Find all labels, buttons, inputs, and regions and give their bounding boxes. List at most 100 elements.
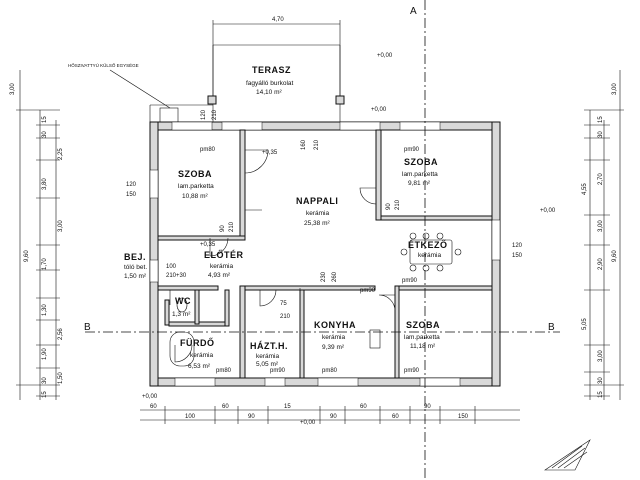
- room-area-terasz: 14,10 m²: [256, 89, 282, 96]
- dim-230: 230: [321, 271, 327, 282]
- dim-top: 4,70: [272, 17, 284, 23]
- dim-120c: 120: [201, 109, 207, 120]
- dim-210e: 210: [212, 109, 218, 120]
- room-area-szoba3: 11,18 m²: [410, 343, 436, 350]
- room-material-eloter: kerámia: [210, 263, 234, 270]
- room-eloter: ELŐTÉR kerámia 4,93 m²: [204, 249, 244, 279]
- right-dim-10: 30: [598, 377, 604, 384]
- dim-pm90-4: pm90: [270, 368, 286, 374]
- bottom-dim-15: 15: [284, 404, 291, 410]
- room-area-wc: 1,3 m²: [172, 311, 191, 318]
- room-material-szoba2: lam.parketta: [402, 171, 438, 178]
- room-nappali: NAPPALI kerámia 25,38 m²: [296, 196, 338, 227]
- left-dim-10: 1,90: [42, 348, 48, 360]
- room-bej: BEJ. tóló bet. 1,50 m²: [124, 252, 147, 280]
- room-name-etkezo: ÉTKEZŐ: [408, 239, 448, 250]
- right-dim-11: 15: [598, 391, 604, 398]
- room-material-hazt: kerámia: [256, 353, 280, 360]
- bottom-dim-90a: 90: [248, 414, 255, 420]
- room-name-konyha: KONYHA: [314, 320, 356, 330]
- dim-210c: 210: [314, 139, 320, 150]
- level-mark-7: +0,00: [540, 208, 556, 214]
- bottom-dims: 60 100 60 90 15 90 60 60 90 150: [150, 404, 469, 420]
- room-material-konyha: kerámia: [322, 334, 346, 341]
- dim-pm90-3: pm90: [404, 368, 420, 374]
- right-dim-8: 5,05: [582, 318, 588, 330]
- level-mark-2: +0,35: [262, 150, 278, 156]
- room-name-wc: WC: [175, 296, 191, 306]
- dim-160: 160: [301, 139, 307, 150]
- room-area-szoba1: 10,88 m²: [182, 193, 208, 200]
- dining-table: [400, 232, 462, 272]
- room-area-eloter: 4,93 m²: [208, 272, 231, 279]
- room-name-nappali: NAPPALI: [296, 196, 338, 206]
- level-mark-6: +0,00: [300, 420, 316, 426]
- left-dim-9: 2,56: [58, 328, 64, 340]
- dim-210a: 210: [229, 221, 235, 232]
- right-dim-2: 30: [598, 131, 604, 138]
- bottom-dim-60b: 60: [222, 404, 229, 410]
- bottom-dim-60a: 60: [150, 404, 157, 410]
- dim-210-30: 210+30: [166, 273, 187, 279]
- left-dim-11: 1,50: [58, 372, 64, 384]
- room-szoba2: SZOBA lam.parketta 9,81 m²: [402, 157, 438, 187]
- dim-260: 260: [332, 271, 338, 282]
- room-material-szoba3: lam.parketta: [404, 334, 440, 341]
- right-dim-3: 2,70: [598, 173, 604, 185]
- level-marks: +0,00 +0,35 +0,35 +0,00 +0,00 +0,00 +0,0…: [142, 53, 556, 426]
- dim-pm90-2: pm90: [402, 278, 418, 284]
- right-dim-4: 4,55: [582, 183, 588, 195]
- section-mark-a: A: [410, 6, 417, 17]
- dim-120a: 120: [126, 182, 137, 188]
- dim-75: 75: [280, 301, 287, 307]
- dim-90a: 90: [220, 225, 226, 232]
- right-dim-0: 3,00: [612, 83, 618, 95]
- room-konyha: KONYHA kerámia 9,39 m²: [314, 320, 356, 351]
- room-material-etkezo: kerámia: [418, 252, 442, 259]
- room-name-eloter: ELŐTÉR: [204, 249, 244, 260]
- opening-dims: pm80 pm90 pm90 pm90 pm80 pm80 pm90 pm90 …: [126, 109, 523, 374]
- dim-100: 100: [166, 264, 177, 270]
- room-material-terasz: fagyálló burkolat: [246, 80, 294, 87]
- room-material-nappali: kerámia: [306, 210, 330, 217]
- dim-pm80-1: pm80: [200, 147, 216, 153]
- room-area-bej: 1,50 m²: [124, 273, 147, 280]
- level-mark-1: +0,00: [377, 53, 393, 59]
- left-dim-2: 30: [42, 131, 48, 138]
- dim-pm80-2: pm80: [216, 368, 232, 374]
- room-szoba1: SZOBA lam.parketta 10,88 m²: [178, 169, 214, 200]
- left-side-dims: 3,00 15 30 2,25 3,80 3,00 9,60 1,70 1,30…: [10, 83, 64, 398]
- right-dim-6: 9,60: [612, 250, 618, 262]
- room-area-konyha: 9,39 m²: [322, 344, 345, 351]
- right-dim-9: 3,00: [598, 350, 604, 362]
- room-name-bej: BEJ.: [124, 252, 146, 262]
- left-dim-1: 15: [42, 116, 48, 123]
- room-area-szoba2: 9,81 m²: [408, 180, 431, 187]
- right-dim-1: 15: [598, 116, 604, 123]
- dim-pm90-1: pm90: [404, 147, 420, 153]
- dim-210d: 210: [280, 314, 291, 320]
- heat-pump-label: HŐSZIVATTYÚ KÜLSŐ EGYSÉGE: [68, 62, 139, 68]
- section-mark-b-left: B: [84, 322, 91, 333]
- bottom-dim-60d: 60: [392, 414, 399, 420]
- dim-150a: 150: [126, 192, 137, 198]
- room-material-bej: tóló bet.: [124, 264, 147, 271]
- room-szoba3: SZOBA lam.parketta 11,18 m²: [404, 320, 440, 350]
- right-dim-7: 2,90: [598, 258, 604, 270]
- bottom-dim-90c: 90: [424, 404, 431, 410]
- doors: [169, 149, 396, 363]
- north-arrow-icon: [544, 439, 591, 471]
- left-dim-3: 2,25: [58, 148, 64, 160]
- left-dim-6: 9,60: [24, 250, 30, 262]
- left-dim-13: 15: [42, 391, 48, 398]
- room-terasz: TERASZ fagyálló burkolat 14,10 m²: [246, 65, 294, 96]
- bottom-dim-150: 150: [458, 414, 469, 420]
- right-side-dims: 3,00 15 30 2,70 4,55 3,00 9,60 2,90 5,05…: [582, 83, 618, 398]
- section-mark-b-right: B: [548, 322, 555, 333]
- room-area-furdo: 6,53 m²: [188, 363, 211, 370]
- room-name-hazt: HÁZT.H.: [250, 341, 288, 351]
- left-dim-12: 30: [42, 377, 48, 384]
- dim-210b: 210: [395, 199, 401, 210]
- terrace-area: [149, 44, 345, 122]
